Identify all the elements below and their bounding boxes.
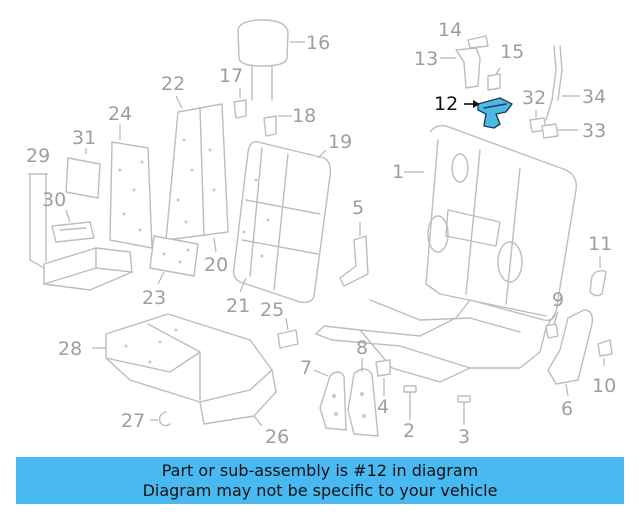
part-5-bracket — [339, 222, 369, 287]
callout-16[interactable]: 16 — [306, 32, 330, 54]
part-4-clip — [375, 359, 391, 396]
part-28-seat-cushion-cover — [92, 313, 273, 403]
callout-22[interactable]: 22 — [161, 73, 185, 95]
part-33-clip — [541, 123, 578, 139]
part-10-cap — [597, 339, 613, 366]
part-16-headrest — [237, 19, 305, 101]
part-9-clip — [545, 311, 559, 339]
part-7-hinge-cover — [313, 369, 347, 431]
part-6-side-cover — [547, 309, 594, 397]
part-18-headrest-guide — [263, 115, 292, 137]
callout-34[interactable]: 34 — [582, 86, 606, 108]
part-25-clip — [277, 317, 299, 349]
callout-11[interactable]: 11 — [588, 233, 612, 255]
part-22-seatback-cover — [165, 95, 229, 241]
part-34-cable — [545, 45, 580, 121]
callout-8[interactable]: 8 — [356, 337, 368, 359]
banner-part-line: Part or sub-assembly is #12 in diagram — [161, 461, 479, 480]
part-30-cup-holder — [51, 209, 95, 243]
callout-33[interactable]: 33 — [582, 120, 606, 142]
callout-15[interactable]: 15 — [500, 41, 524, 63]
part-21-leader — [239, 277, 247, 293]
part-12-highlighted[interactable] — [464, 97, 513, 129]
callout-26[interactable]: 26 — [265, 426, 289, 448]
callout-7[interactable]: 7 — [300, 357, 312, 379]
callout-3[interactable]: 3 — [458, 426, 470, 448]
callout-12[interactable]: 12 — [434, 93, 458, 115]
part-11-latch-cover — [589, 256, 607, 297]
part-1-seat-frame — [315, 124, 577, 383]
part-29-armrest — [28, 173, 133, 291]
callout-30[interactable]: 30 — [42, 189, 66, 211]
part-15-clip — [487, 67, 501, 91]
part-26-seat-cushion-pad — [199, 369, 277, 427]
callout-28[interactable]: 28 — [58, 338, 82, 360]
callout-31[interactable]: 31 — [72, 127, 96, 149]
callout-24[interactable]: 24 — [108, 103, 132, 125]
part-19-seatback-cover — [232, 141, 332, 304]
part-31-pad — [65, 148, 101, 199]
callout-23[interactable]: 23 — [142, 287, 166, 309]
callout-25[interactable]: 25 — [260, 299, 284, 321]
callout-32[interactable]: 32 — [522, 87, 546, 109]
part-20-leader — [213, 237, 217, 253]
info-banner: Part or sub-assembly is #12 in diagram D… — [16, 457, 624, 504]
callout-6[interactable]: 6 — [561, 398, 573, 420]
callout-labels: 16 17 22 18 24 19 31 29 30 20 23 21 25 2… — [26, 19, 616, 448]
part-17-headrest-guide — [233, 88, 247, 119]
callout-21[interactable]: 21 — [226, 295, 250, 317]
part-3-bolt — [457, 395, 471, 425]
part-14-clip — [467, 35, 489, 49]
part-8-hinge-cover — [347, 358, 379, 437]
callout-10[interactable]: 10 — [592, 375, 616, 397]
callout-20[interactable]: 20 — [204, 254, 228, 276]
callout-27[interactable]: 27 — [121, 410, 145, 432]
callout-2[interactable]: 2 — [403, 420, 415, 442]
callout-4[interactable]: 4 — [377, 396, 389, 418]
part-24-back-panel — [109, 124, 153, 249]
part-23-panel — [149, 235, 199, 285]
part-13-bracket — [440, 47, 481, 89]
callout-13[interactable]: 13 — [414, 48, 438, 70]
callout-9[interactable]: 9 — [552, 289, 564, 311]
banner-disclaimer-line: Diagram may not be specific to your vehi… — [142, 481, 498, 500]
callout-29[interactable]: 29 — [26, 145, 50, 167]
callout-18[interactable]: 18 — [292, 105, 316, 127]
callout-17[interactable]: 17 — [219, 65, 243, 87]
callout-19[interactable]: 19 — [328, 131, 352, 153]
part-27-clip — [150, 411, 171, 427]
callout-14[interactable]: 14 — [438, 19, 462, 41]
seat-parts-diagram: 16 17 22 18 24 19 31 29 30 20 23 21 25 2… — [26, 19, 616, 448]
callout-5[interactable]: 5 — [352, 197, 364, 219]
callout-1[interactable]: 1 — [392, 161, 404, 183]
part-2-bolt — [403, 385, 417, 420]
